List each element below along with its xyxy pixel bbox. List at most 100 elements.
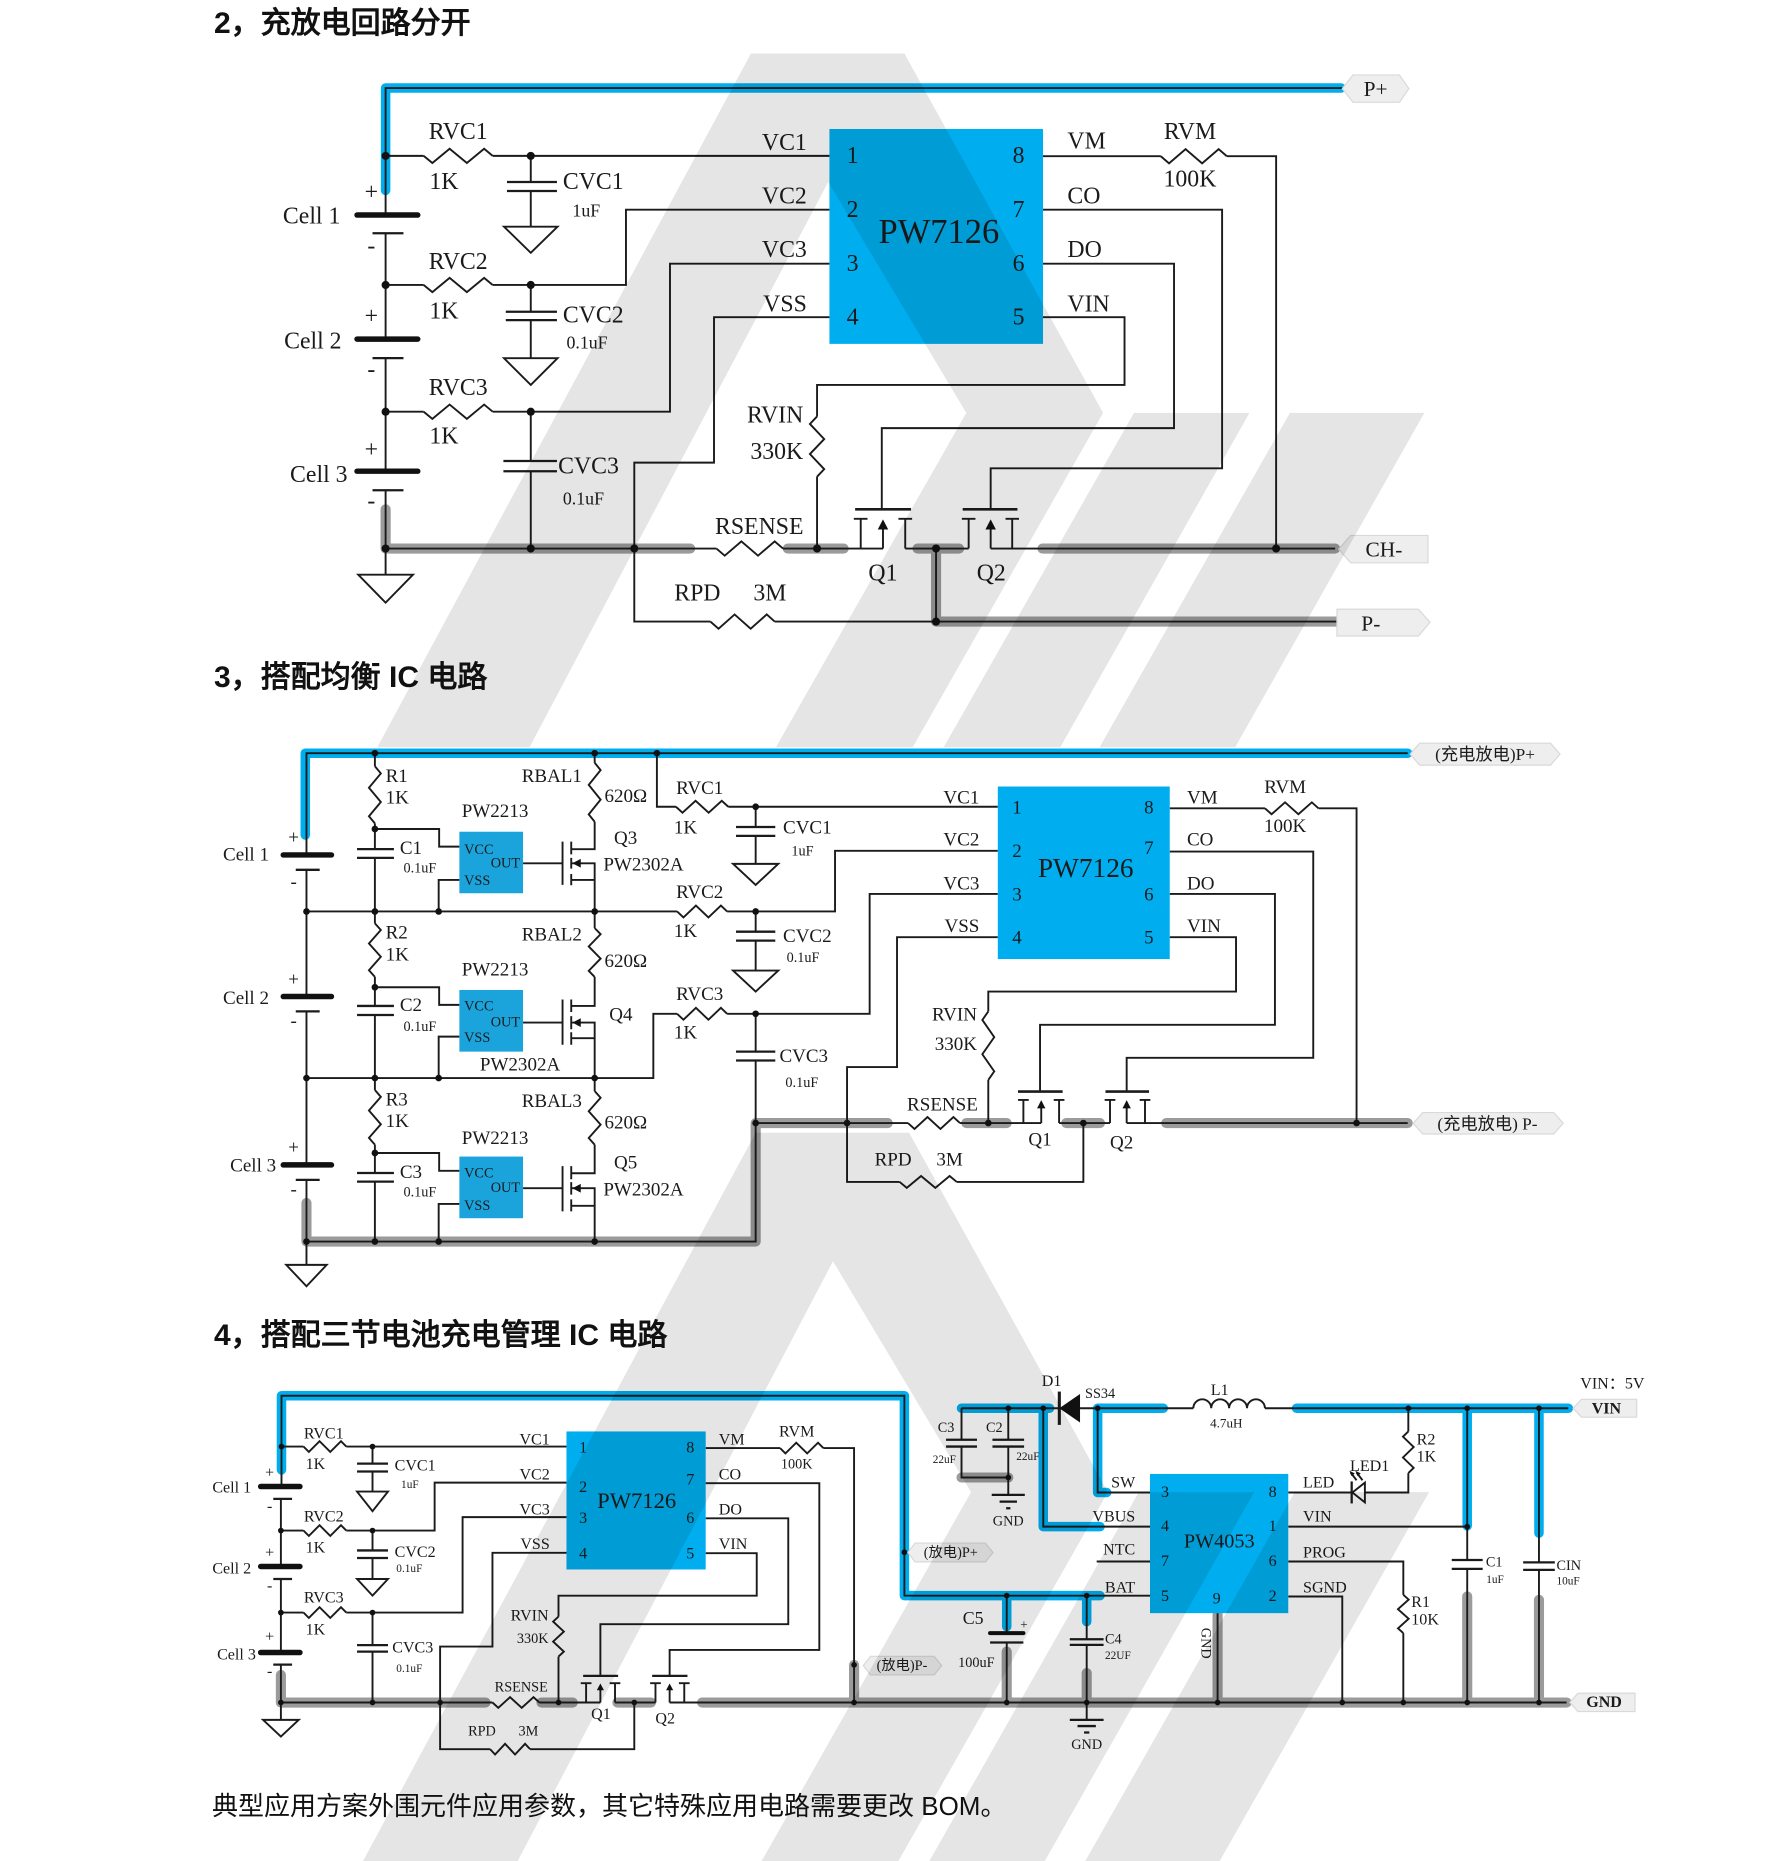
c2-ref: C2 [986, 1420, 1003, 1436]
pin-label: VM [719, 1431, 745, 1448]
capacitor-c4-symbol [1069, 1638, 1104, 1647]
mosfet-q1-symbol [853, 507, 913, 549]
q2-ref: Q2 [977, 561, 1006, 587]
c4-value: 22UF [1105, 1650, 1131, 1662]
balance-ic-part-number: PW2213 [462, 801, 529, 822]
capacitor-cvc1-symbol [736, 825, 776, 838]
resistor-rvc2-symbol [423, 276, 494, 294]
rvm-value: 100K [1164, 167, 1217, 193]
pin-label: DO [719, 1501, 742, 1518]
cell-label: Cell 2 [284, 329, 341, 355]
junction-dot [278, 1699, 284, 1706]
junction-dot [591, 1238, 599, 1245]
rvc3-ref: RVC3 [676, 984, 723, 1005]
pin-number: 7 [686, 1472, 694, 1489]
c3-ref: C3 [400, 1162, 422, 1183]
pin-number: 2 [1012, 841, 1022, 862]
ic-part-number: PW7126 [597, 1488, 676, 1513]
pin-label: VIN [1303, 1509, 1332, 1526]
pin-label: VC2 [519, 1466, 549, 1483]
pin-number: 8 [1144, 797, 1154, 818]
balance-ic-part-number: PW2213 [462, 1128, 529, 1149]
pin-label: VM [1067, 129, 1105, 155]
ground-symbol [730, 862, 781, 887]
resistor-r1-symbol [1396, 1594, 1411, 1634]
capacitor-cvc1-symbol [357, 1462, 388, 1473]
capacitor-c2-symbol [357, 1004, 394, 1017]
junction-dot [1405, 1405, 1412, 1412]
pin-label: CO [1187, 830, 1213, 851]
junction-dot [1536, 1405, 1542, 1412]
pin-label: VBUS [1092, 1509, 1135, 1526]
junction-dot [371, 825, 379, 833]
cvc2-value: 0.1uF [566, 333, 607, 353]
r1-value: 1K [386, 788, 410, 809]
section-3-heading: 3，搭配均衡 IC 电路 [214, 661, 488, 694]
pin-label: VC2 [943, 830, 979, 851]
junction-dots [303, 749, 1360, 1245]
d1-ref: D1 [1042, 1373, 1062, 1390]
r3-ref: R3 [386, 1089, 408, 1110]
rpd-value: 3M [518, 1724, 538, 1740]
junction-dot [1536, 1699, 1542, 1706]
pin-number: 1 [579, 1440, 587, 1457]
channel [1104, 1098, 1151, 1124]
mosfet-q4-symbol [561, 999, 581, 1045]
ground-symbol [284, 1263, 329, 1288]
junction-dot [1339, 1699, 1346, 1706]
junction-dot [369, 1609, 376, 1616]
q1-ref: Q1 [591, 1706, 611, 1723]
junction-dot [526, 544, 535, 553]
junction-dot [591, 1074, 599, 1082]
rbal2-ref: RBAL2 [522, 924, 582, 945]
pin-number: 3 [847, 251, 859, 277]
channel [853, 517, 913, 549]
ic-body [459, 1156, 524, 1219]
ground-symbol [730, 969, 781, 993]
body-diode-arrow [666, 1683, 674, 1691]
cvc1-ref: CVC1 [563, 169, 624, 195]
cin-value: 10uF [1556, 1575, 1579, 1587]
junction-dot [932, 617, 941, 626]
c3-value: 22uF [933, 1454, 956, 1466]
junction-dot [437, 1699, 443, 1706]
q1-ref: Q1 [1028, 1129, 1051, 1150]
junction-dot [435, 908, 443, 915]
port-tags: (充电放电)P+ (充电放电) P- [1409, 742, 1565, 1135]
body-diode-arrow [1122, 1100, 1131, 1109]
rvm-value: 100K [781, 1457, 813, 1473]
resistor-rpd-symbol [709, 613, 776, 631]
pin-label: SGND [1303, 1580, 1347, 1597]
resistor-rsense-symbol [491, 1695, 540, 1710]
pin-label: VSS [763, 292, 807, 318]
junction-dot [555, 1699, 562, 1706]
port-gnd-tag [1569, 1692, 1636, 1713]
pin-label: VC2 [762, 183, 807, 209]
rpd-ref: RPD [468, 1724, 496, 1740]
junction-dot [371, 749, 379, 757]
capacitor-cvc1-symbol [506, 180, 557, 193]
junction-dot [381, 407, 390, 416]
led1-ref: LED1 [1350, 1458, 1389, 1475]
pin-number: 2 [579, 1479, 587, 1496]
polarity-plus: + [265, 1545, 274, 1562]
mosfet-q1-symbol [580, 1674, 621, 1703]
r1-ref: R1 [1411, 1594, 1430, 1611]
body-diode-arrow [877, 519, 889, 530]
capacitor-cvc3-symbol [503, 459, 557, 473]
anode-triangle [1350, 1480, 1366, 1505]
pin-number: 7 [1144, 838, 1154, 859]
cell-label: Cell 1 [212, 1480, 251, 1497]
body-diode-arrow [596, 1683, 604, 1691]
junction-dot [278, 1527, 284, 1534]
rbal3-value: 620Ω [605, 1113, 648, 1134]
rbal1-ref: RBAL1 [522, 766, 582, 787]
d1-part: SS34 [1085, 1386, 1115, 1402]
r2-value: 1K [386, 944, 410, 965]
section-2-heading: 2，充放电回路分开 [214, 7, 471, 40]
cell-label: Cell 1 [223, 844, 269, 865]
c5-polarity: + [1020, 1616, 1027, 1631]
cvc2-ref: CVC2 [783, 926, 832, 947]
rvc3-ref: RVC3 [304, 1590, 344, 1607]
balance-ic-pw2213-1: VCC OUT VSS [459, 831, 524, 894]
